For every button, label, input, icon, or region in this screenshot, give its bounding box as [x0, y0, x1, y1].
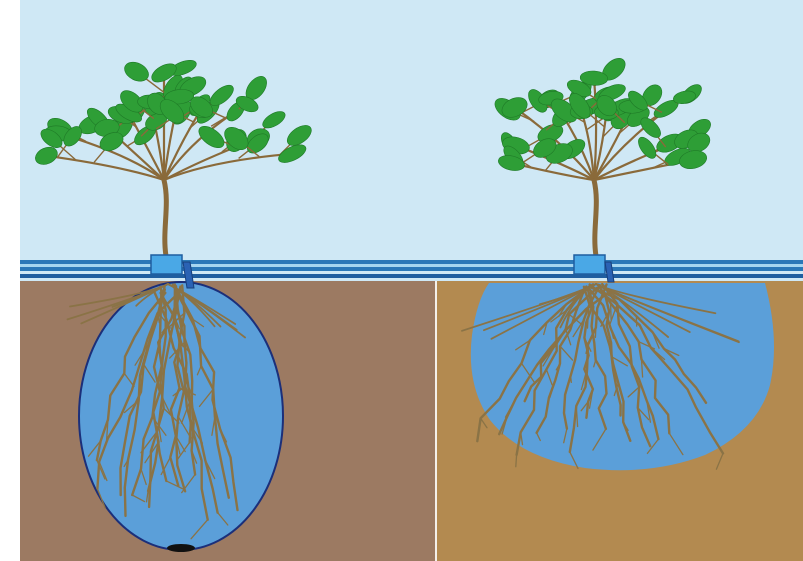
panel-divider [435, 281, 437, 561]
rootlet [516, 455, 517, 467]
drain-blob [167, 544, 195, 552]
trunk [164, 180, 166, 256]
trunk [594, 180, 596, 256]
drip-pipe [20, 260, 803, 278]
left-margin [0, 0, 20, 561]
